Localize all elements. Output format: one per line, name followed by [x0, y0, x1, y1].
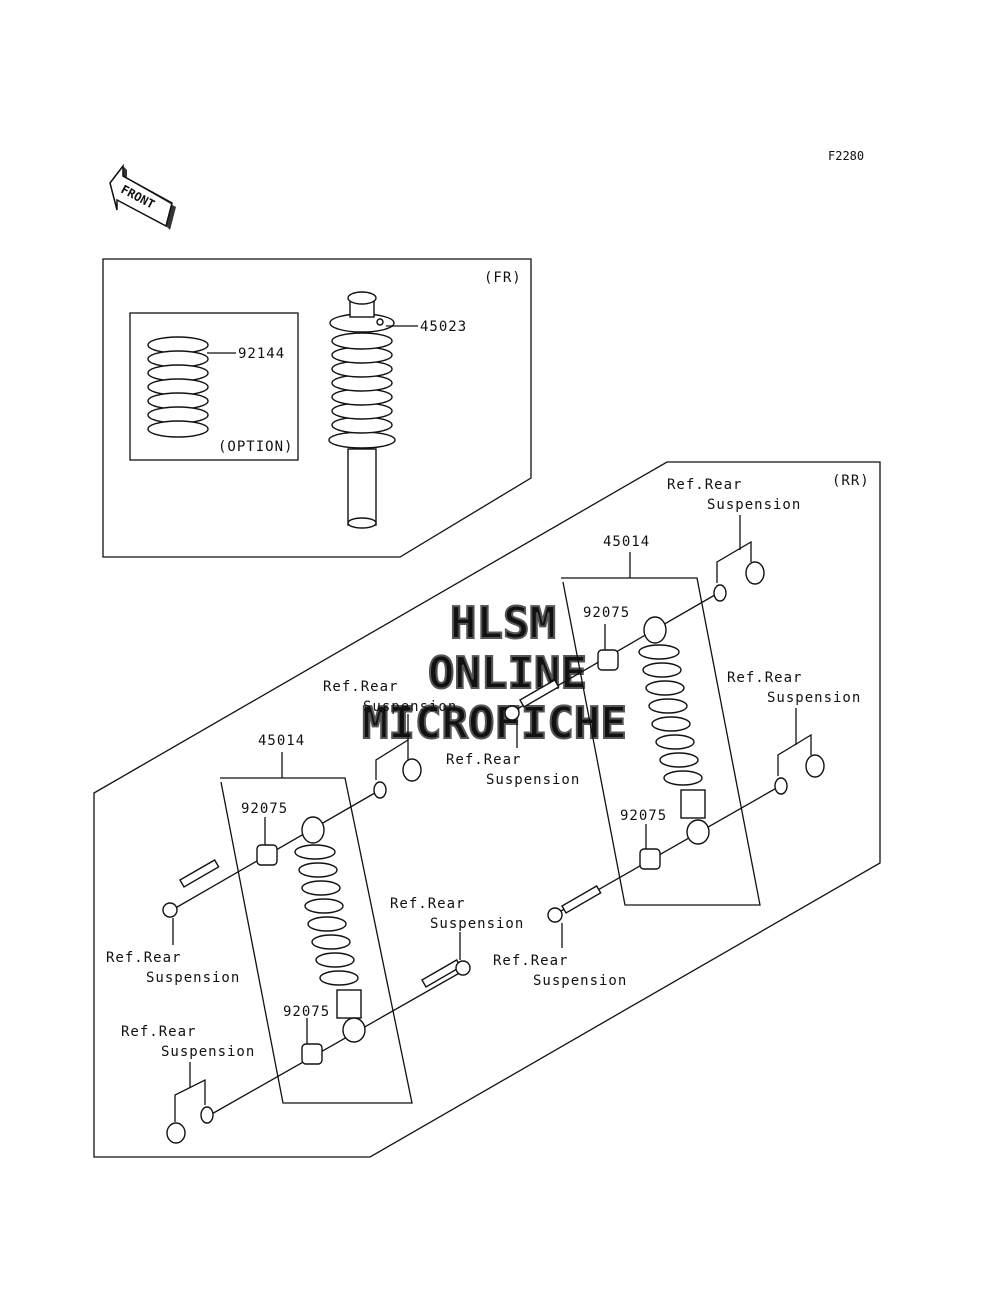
watermark-line1: HLSM [450, 598, 556, 649]
rear-section: (RR) HLSM ONLINE MICROFICHE 45014 Ref.Re… [93, 461, 881, 1158]
left-upper-bolt-ref-line2: Suspension [146, 970, 240, 986]
right-top-ref-line2: Suspension [707, 497, 801, 513]
front-section: (FR) 92144 (OPTION) [102, 258, 532, 558]
right-side-ref-line2: Suspension [767, 690, 861, 706]
right-upper-bushing-number: 92075 [583, 605, 630, 621]
option-spring [147, 336, 209, 438]
right-bottom-ref-line2: Suspension [533, 973, 627, 989]
right-bottom-ref-line1: Ref.Rear [493, 953, 568, 969]
front-shock-part-number: 45023 [420, 319, 467, 335]
front-shock-absorber [328, 291, 396, 529]
left-shock-part-number: 45014 [258, 733, 305, 749]
right-lower-nut [805, 754, 825, 778]
right-lower-bushing-number: 92075 [620, 808, 667, 824]
left-top-ref-line1: Ref.Rear [323, 679, 398, 695]
watermark: HLSM ONLINE MICROFICHE [361, 597, 628, 750]
right-lower-bushing [639, 848, 661, 870]
left-lower-bushing [301, 1043, 323, 1065]
left-rear-shock [294, 816, 366, 1043]
left-upper-bushing [256, 844, 278, 866]
left-upper-bolt-ref-line1: Ref.Rear [106, 950, 181, 966]
right-lower-washer [774, 777, 788, 795]
left-upper-bolt [162, 859, 220, 918]
right-shock-part-number: 45014 [603, 534, 650, 550]
left-upper-washer [373, 781, 387, 799]
left-bottom-ref-line2: Suspension [161, 1044, 255, 1060]
right-upper-bolt-ref-line2: Suspension [486, 772, 580, 788]
right-rear-shock [638, 616, 710, 845]
left-upper-nut [402, 758, 422, 782]
option-box [129, 312, 299, 461]
left-mid-ref-line2: Suspension [430, 916, 524, 932]
right-upper-bolt-ref-line1: Ref.Rear [446, 752, 521, 768]
left-upper-bushing-number: 92075 [241, 801, 288, 817]
right-top-ref-line1: Ref.Rear [667, 477, 742, 493]
rear-right-shock-group: 45014 Ref.Rear Suspension Ref.Rear Suspe… [446, 477, 861, 989]
right-upper-bolt [504, 679, 560, 721]
spring-part-number: 92144 [238, 346, 285, 362]
rear-section-tag: (RR) [832, 473, 870, 489]
left-lower-nut [166, 1122, 186, 1144]
right-upper-washer [713, 584, 727, 602]
watermark-line2: ONLINE [428, 648, 587, 699]
right-upper-bushing [597, 649, 619, 671]
front-section-tag: (FR) [484, 270, 522, 286]
left-lower-bushing-number: 92075 [283, 1004, 330, 1020]
left-bottom-ref-line1: Ref.Rear [121, 1024, 196, 1040]
right-side-ref-line1: Ref.Rear [727, 670, 802, 686]
rear-left-shock-group: 45014 Ref.Rear Suspension Ref.Rear Suspe… [106, 679, 524, 1144]
left-lower-bolt [421, 959, 471, 988]
right-lower-bolt [547, 885, 602, 923]
spring-option-note: (OPTION) [218, 439, 293, 455]
left-top-ref-line2: Suspension [363, 699, 457, 715]
left-mid-ref-line1: Ref.Rear [390, 896, 465, 912]
figure-code: F2280 [828, 149, 864, 163]
left-lower-washer [200, 1106, 214, 1124]
front-arrow-icon: FRONT [109, 163, 176, 230]
right-upper-nut [745, 561, 765, 585]
